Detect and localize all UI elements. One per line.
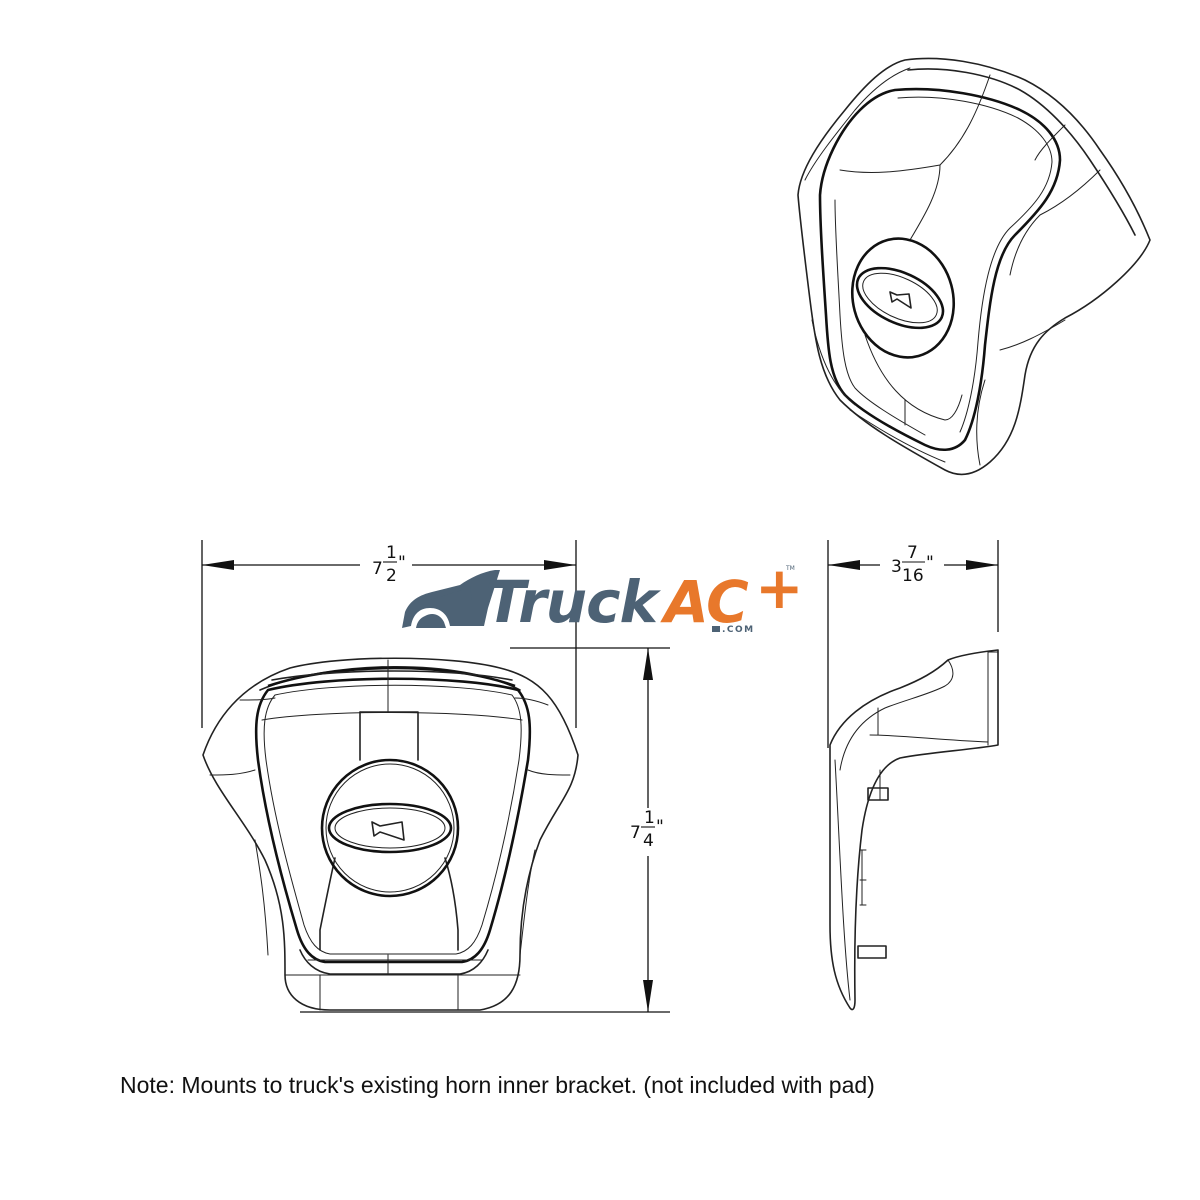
dimension-width-unit: " [398,553,406,573]
dimension-height: 7 1 4 " [300,647,670,1013]
dimension-width-den: 2 [386,566,397,586]
horn-icon [371,821,405,841]
logo-tm: TM [785,565,795,572]
dimension-width: 7 1 2 " [201,540,577,728]
horn-icon [889,291,912,309]
dimension-width-whole: 7 [372,559,383,579]
front-view [202,657,579,1011]
dimension-height-num: 1 [644,808,655,828]
truckac-logo: Truck AC + .COM TM [402,554,804,636]
dimension-depth-den: 16 [902,566,924,586]
dimension-height-unit: " [656,817,664,837]
dimension-depth-whole: 3 [891,557,902,577]
dimension-height-den: 4 [643,831,654,851]
dimension-depth-unit: " [926,553,934,573]
mounting-note: Note: Mounts to truck's existing horn in… [120,1072,875,1098]
side-view [829,649,999,1011]
dimension-depth-num: 7 [907,543,918,563]
isometric-view [797,57,1151,476]
logo-word-truck: Truck [486,568,661,636]
dimension-width-num: 1 [386,543,397,563]
dimension-height-whole: 7 [630,823,641,843]
logo-plus: + [755,554,803,622]
logo-word-ac: AC [660,568,748,636]
logo-suffix: .COM [722,625,755,635]
dimension-depth: 3 7 16 " [827,540,999,748]
